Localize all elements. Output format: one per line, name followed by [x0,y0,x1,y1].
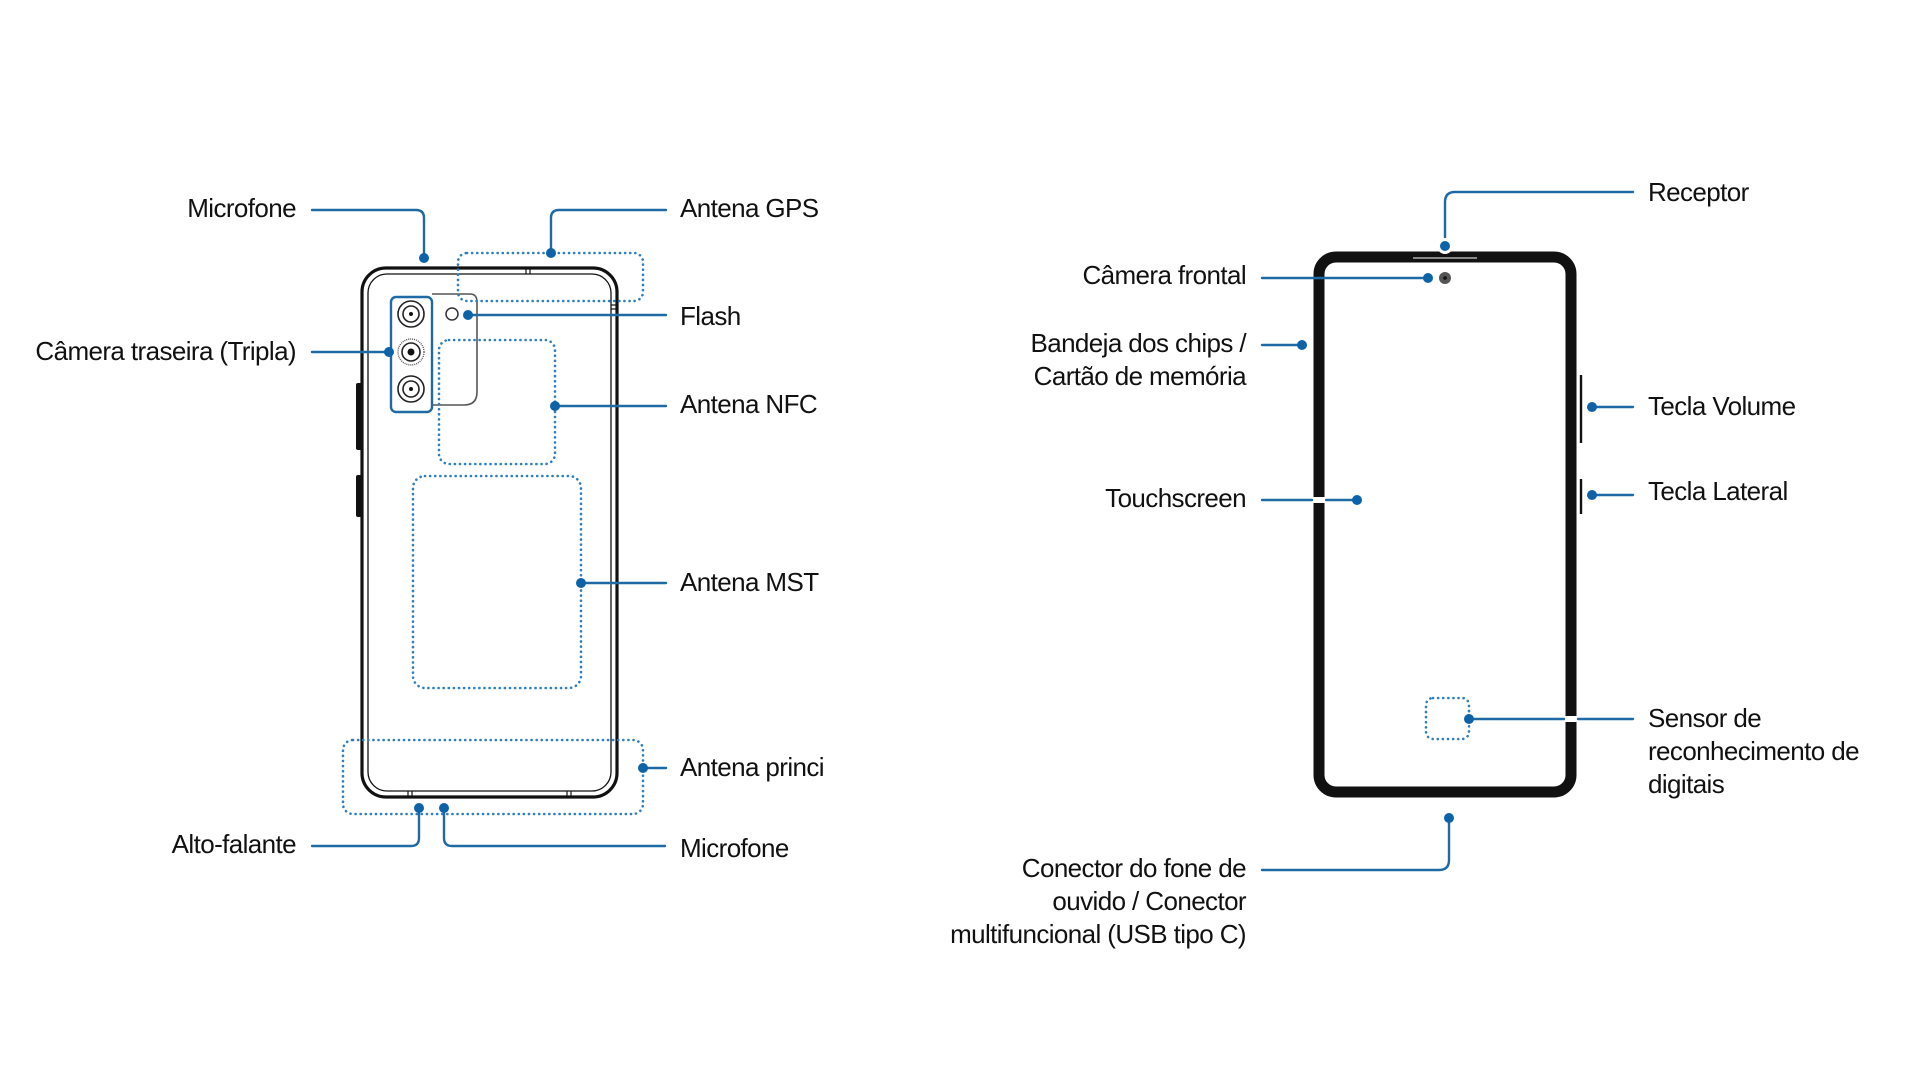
leader-connector [1260,816,1451,872]
front-camera-lens [1443,276,1447,280]
label-gps: Antena GPS [680,193,819,223]
label-volume-key: Tecla Volume [1648,391,1796,421]
label-front-camera: Câmera frontal [1082,260,1246,290]
label-nfc: Antena NFC [680,389,817,419]
dot-main-antenna [638,763,648,773]
dot-mic-top [419,253,429,263]
phone-front-view [1313,251,1583,798]
dot-gps [546,248,556,258]
label-fingerprint-line3: digitais [1648,769,1725,799]
fingerprint-sensor-zone [1424,696,1471,741]
front-view-labels: Câmera frontal Bandeja dos chips / Cartã… [950,177,1860,949]
rear-camera-lens-2 [397,338,425,366]
gps-antenna-zone [456,251,645,303]
label-connector-line3: multifuncional (USB tipo C) [950,919,1246,949]
main-antenna-zone [341,738,645,816]
label-connector-line2: ouvido / Conector [1052,886,1247,916]
leader-receiver [1443,190,1635,248]
dot-receiver [1440,241,1450,251]
phone-back-inner-outline [367,273,612,792]
mst-antenna-zone [411,474,583,690]
label-rear-camera: Câmera traseira (Tripla) [35,336,296,366]
leader-speaker [310,806,421,848]
camera-bump-outline [432,293,478,406]
label-connector-line1: Conector do fone de [1022,853,1246,883]
dot-touchscreen [1352,495,1362,505]
dot-sim-tray [1297,340,1307,350]
label-fingerprint-line1: Sensor de [1648,703,1761,733]
label-mic-bottom: Microfone [680,833,789,863]
label-mic-top: Microfone [187,193,296,223]
rear-camera-lens-1 [397,300,425,328]
leader-mic-bottom [442,806,667,848]
back-view-labels: Microfone Câmera traseira (Tripla) Alto-… [35,193,824,863]
dot-volume [1587,402,1597,412]
fingerprint-leader-gap [1565,716,1577,722]
label-sim-tray-line1: Bandeja dos chips / [1030,328,1247,358]
label-flash: Flash [680,301,741,331]
rear-camera-lens-3 [397,375,425,403]
dot-connector [1444,813,1454,823]
back-view-leaders [310,208,668,848]
flash-icon [445,307,459,321]
label-receiver: Receptor [1648,177,1750,207]
front-view-leaders [1260,190,1635,872]
label-mst: Antena MST [680,567,819,597]
label-fingerprint-line2: reconhecimento de [1648,736,1859,766]
phone-back-view [341,251,645,816]
leader-gps [549,208,668,255]
dot-side-key [1587,490,1597,500]
dot-flash [463,310,473,320]
label-side-key: Tecla Lateral [1648,476,1788,506]
phone-front-body [1313,251,1577,798]
dot-fingerprint [1464,714,1474,724]
dot-rear-camera [384,347,394,357]
nfc-antenna-zone [437,338,557,466]
dot-nfc [550,401,560,411]
phone-back-body [360,266,619,799]
dot-mic-bottom [439,803,449,813]
label-touchscreen: Touchscreen [1105,483,1246,513]
dot-front-camera [1423,273,1433,283]
dot-mst [576,578,586,588]
label-sim-tray-line2: Cartão de memória [1034,361,1247,391]
label-speaker: Alto-falante [172,829,296,859]
dot-speaker [414,803,424,813]
leader-mic-top [310,208,426,260]
touchscreen-leader-gap [1313,497,1325,503]
label-main-antenna: Antena princi [680,752,824,782]
